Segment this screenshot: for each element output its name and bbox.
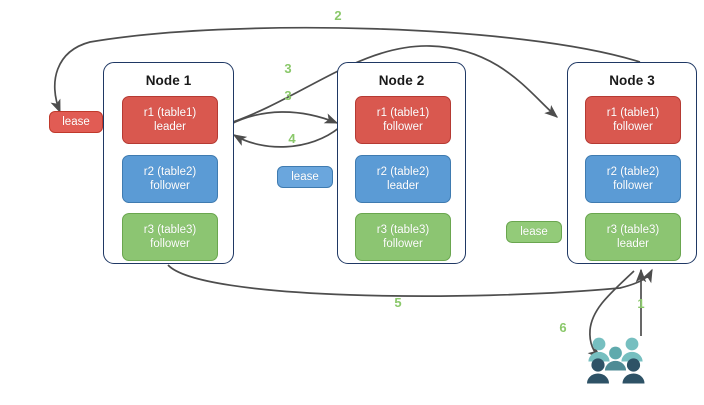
- lease-label: lease: [520, 226, 548, 238]
- lease-label: lease: [291, 171, 319, 183]
- replica-role: follower: [613, 121, 653, 133]
- users-group-icon: [587, 337, 645, 384]
- lease-badge-red[interactable]: lease: [49, 111, 103, 133]
- replica-node2-r2[interactable]: r2 (table2) leader: [355, 155, 451, 203]
- replica-node1-r1[interactable]: r1 (table1) leader: [122, 96, 218, 144]
- step-text: 4: [288, 131, 296, 146]
- step-label-1: 1: [632, 296, 650, 311]
- step-label-5: 5: [389, 295, 407, 310]
- step-text: 6: [559, 320, 567, 335]
- replica-name: r3 (table3): [143, 224, 197, 236]
- arrow-step-3-node2: [228, 111, 339, 126]
- replica-role: follower: [383, 121, 423, 133]
- node-container-2: Node 2 r1 (table1) follower r2 (table2) …: [337, 62, 466, 264]
- replica-name: r1 (table1): [606, 107, 660, 119]
- replica-name: r2 (table2): [376, 166, 430, 178]
- step-label-6: 6: [554, 320, 572, 335]
- replica-node3-r1[interactable]: r1 (table1) follower: [585, 96, 681, 144]
- step-text: 3: [284, 88, 292, 103]
- replica-node1-r2[interactable]: r2 (table2) follower: [122, 155, 218, 203]
- step-label-4: 4: [283, 131, 301, 146]
- node-title: Node 3: [609, 73, 655, 88]
- node-title: Node 1: [145, 73, 192, 88]
- replica-role: follower: [383, 238, 423, 250]
- replica-node2-r3[interactable]: r3 (table3) follower: [355, 213, 451, 261]
- replica-node3-r2[interactable]: r2 (table2) follower: [585, 155, 681, 203]
- replica-name: r3 (table3): [606, 224, 660, 236]
- replica-node3-r3[interactable]: r3 (table3) leader: [585, 213, 681, 261]
- replica-role: leader: [387, 180, 419, 192]
- step-label-2: 2: [329, 8, 347, 23]
- step-text: 5: [394, 295, 402, 310]
- replica-name: r3 (table3): [376, 224, 430, 236]
- replica-role: follower: [613, 180, 653, 192]
- step-text: 3: [284, 61, 292, 76]
- node-container-3: Node 3 r1 (table1) follower r2 (table2) …: [567, 62, 697, 264]
- replica-role: follower: [150, 238, 190, 250]
- lease-badge-green[interactable]: lease: [506, 221, 562, 243]
- replica-name: r2 (table2): [606, 166, 660, 178]
- step-text: 2: [334, 8, 342, 23]
- replica-role: leader: [154, 121, 186, 133]
- replica-name: r1 (table1): [376, 107, 430, 119]
- lease-badge-blue[interactable]: lease: [277, 166, 333, 188]
- lease-label: lease: [62, 116, 90, 128]
- replica-node2-r1[interactable]: r1 (table1) follower: [355, 96, 451, 144]
- step-label-3-upper: 3: [279, 61, 297, 76]
- arrow-step-5: [167, 264, 653, 297]
- node-title: Node 2: [378, 73, 425, 88]
- node-container-1: Node 1 r1 (table1) leader r2 (table2) fo…: [103, 62, 234, 264]
- step-label-3-lower: 3: [279, 88, 297, 103]
- replica-name: r1 (table1): [143, 107, 197, 119]
- replica-name: r2 (table2): [143, 166, 197, 178]
- replica-node1-r3[interactable]: r3 (table3) follower: [122, 213, 218, 261]
- replica-role: leader: [617, 238, 649, 250]
- step-text: 1: [637, 296, 645, 311]
- replica-role: follower: [150, 180, 190, 192]
